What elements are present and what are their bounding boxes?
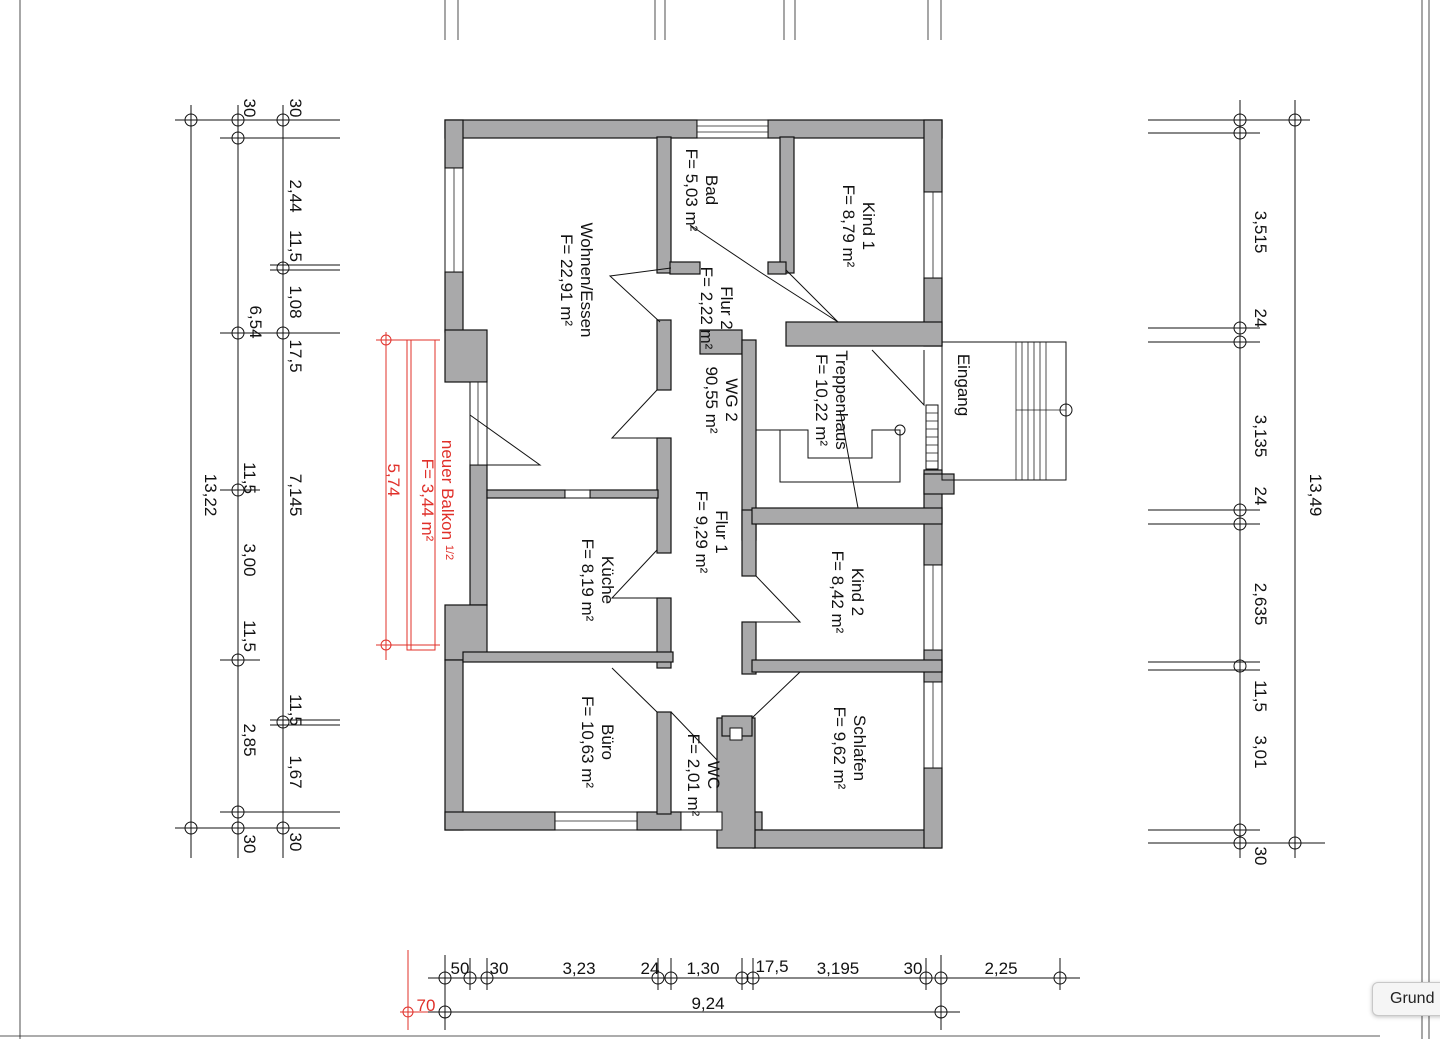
room-name-schlafen: Schlafen	[850, 715, 869, 781]
dim-left-inner-6: 11,5	[286, 694, 305, 726]
bottom-dimensions: 50 30 3,23 24 1,30 17,5 3,195 30 2,25 9,…	[417, 955, 1080, 1030]
dim-right-inner-7: 30	[1251, 847, 1270, 866]
room-name-bad: Bad	[702, 175, 721, 205]
dim-left-bottom-30: 30	[240, 835, 259, 854]
room-name-wg2: WG 2	[722, 378, 741, 421]
door-swings	[469, 224, 925, 761]
dim-left-mid-a: 6,54	[246, 305, 265, 338]
room-area-schlafen: F= 9,62 m²	[830, 707, 849, 790]
dim-left-inner-5: 7,145	[286, 474, 305, 517]
room-area-balkon: F= 3,44 m²	[418, 459, 437, 542]
windows	[444, 119, 943, 831]
room-area-wohnen: F= 22,91 m²	[557, 234, 576, 326]
dim-right-outer: 13,49	[1306, 474, 1325, 517]
room-name-kind2: Kind 2	[848, 568, 867, 616]
room-area-kind1: F= 8,79 m²	[839, 185, 858, 268]
room-name-kind1: Kind 1	[859, 202, 878, 250]
room-area-wg2: 90,55 m²	[702, 366, 721, 433]
dim-bottom-0: 50	[451, 959, 470, 978]
dim-right-inner-0: 3,515	[1251, 211, 1270, 254]
entrance-stairs	[729, 341, 1073, 741]
dim-right-inner-2: 3,135	[1251, 415, 1270, 458]
dim-bottom-1: 30	[490, 959, 509, 978]
right-dimensions: 13,49 3,515 24 3,135 24 2,635 11,5 3,01 …	[1148, 100, 1325, 865]
dim-left-inner-8: 30	[286, 833, 305, 852]
dim-bottom-8: 2,25	[984, 959, 1017, 978]
dim-left-mid-d: 11,5	[240, 620, 259, 652]
dim-bottom-2: 3,23	[562, 959, 595, 978]
dim-right-inner-4: 2,635	[1251, 583, 1270, 626]
dim-left-inner-7: 1,67	[286, 755, 305, 788]
room-area-flur2: F= 2,22 m²	[697, 267, 716, 350]
dim-left-inner-4: 17,5	[286, 339, 305, 372]
room-area-treppenhaus: F= 10,22 m²	[812, 354, 831, 446]
room-labels: Wohnen/Essen F= 22,91 m² Bad F= 5,03 m² …	[418, 149, 973, 817]
dim-left-inner-0: 30	[286, 99, 305, 118]
grund-tab-label: Grund	[1390, 990, 1435, 1007]
dim-bottom-6: 3,195	[817, 959, 860, 978]
dim-left-top-30: 30	[240, 99, 259, 118]
room-name-flur2: Flur 2	[717, 286, 736, 329]
dim-right-inner-1: 24	[1251, 309, 1270, 328]
room-name-flur1: Flur 1	[712, 510, 731, 553]
dim-bottom-red: 70	[417, 996, 436, 1015]
dim-left-inner-2: 11,5	[286, 230, 305, 262]
room-area-flur1: F= 9,29 m²	[692, 491, 711, 574]
dim-left-inner-3: 1,08	[286, 285, 305, 318]
room-area-kind2: F= 8,42 m²	[828, 551, 847, 634]
room-area-wc: F= 2,01 m²	[684, 734, 703, 817]
room-area-kueche: F= 8,19 m²	[578, 539, 597, 622]
dim-right-inner-6: 3,01	[1251, 735, 1270, 768]
room-name-wohnen: Wohnen/Essen	[577, 223, 596, 338]
dim-bottom-4: 1,30	[686, 959, 719, 978]
room-area-buero: F= 10,63 m²	[578, 696, 597, 788]
dim-bottom-5: 17,5	[755, 957, 788, 976]
dim-balkon-length: 5,74	[384, 463, 403, 496]
room-name-buero: Büro	[598, 724, 617, 760]
room-name-kueche: Küche	[598, 556, 617, 604]
dim-bottom-3: 24	[641, 959, 660, 978]
balcony-annotation	[376, 332, 445, 1030]
room-name-eingang: Eingang	[954, 354, 973, 416]
dim-bottom-7: 30	[904, 959, 923, 978]
dim-right-inner-3: 24	[1251, 487, 1270, 506]
room-name-balkon: neuer Balkon 1/2	[438, 440, 457, 560]
dim-left-mid-e: 2,85	[240, 723, 259, 756]
dim-left-inner-1: 2,44	[286, 179, 305, 212]
dim-right-inner-5: 11,5	[1251, 680, 1270, 712]
dim-left-outer: 13,22	[201, 474, 220, 517]
dim-left-mid-c: 3,00	[240, 543, 259, 576]
room-area-bad: F= 5,03 m²	[682, 149, 701, 232]
dim-left-mid-b: 11,5	[240, 462, 259, 494]
room-name-wc: WC	[704, 761, 723, 789]
room-name-treppenhaus: Treppenhaus	[832, 350, 851, 450]
dim-bottom-total: 9,24	[691, 994, 724, 1013]
left-dimensions: 13,22 30 6,54 11,5 3,00 11,5 2,85 30 30 …	[175, 99, 403, 858]
grund-tab[interactable]: Grund	[1372, 982, 1440, 1016]
